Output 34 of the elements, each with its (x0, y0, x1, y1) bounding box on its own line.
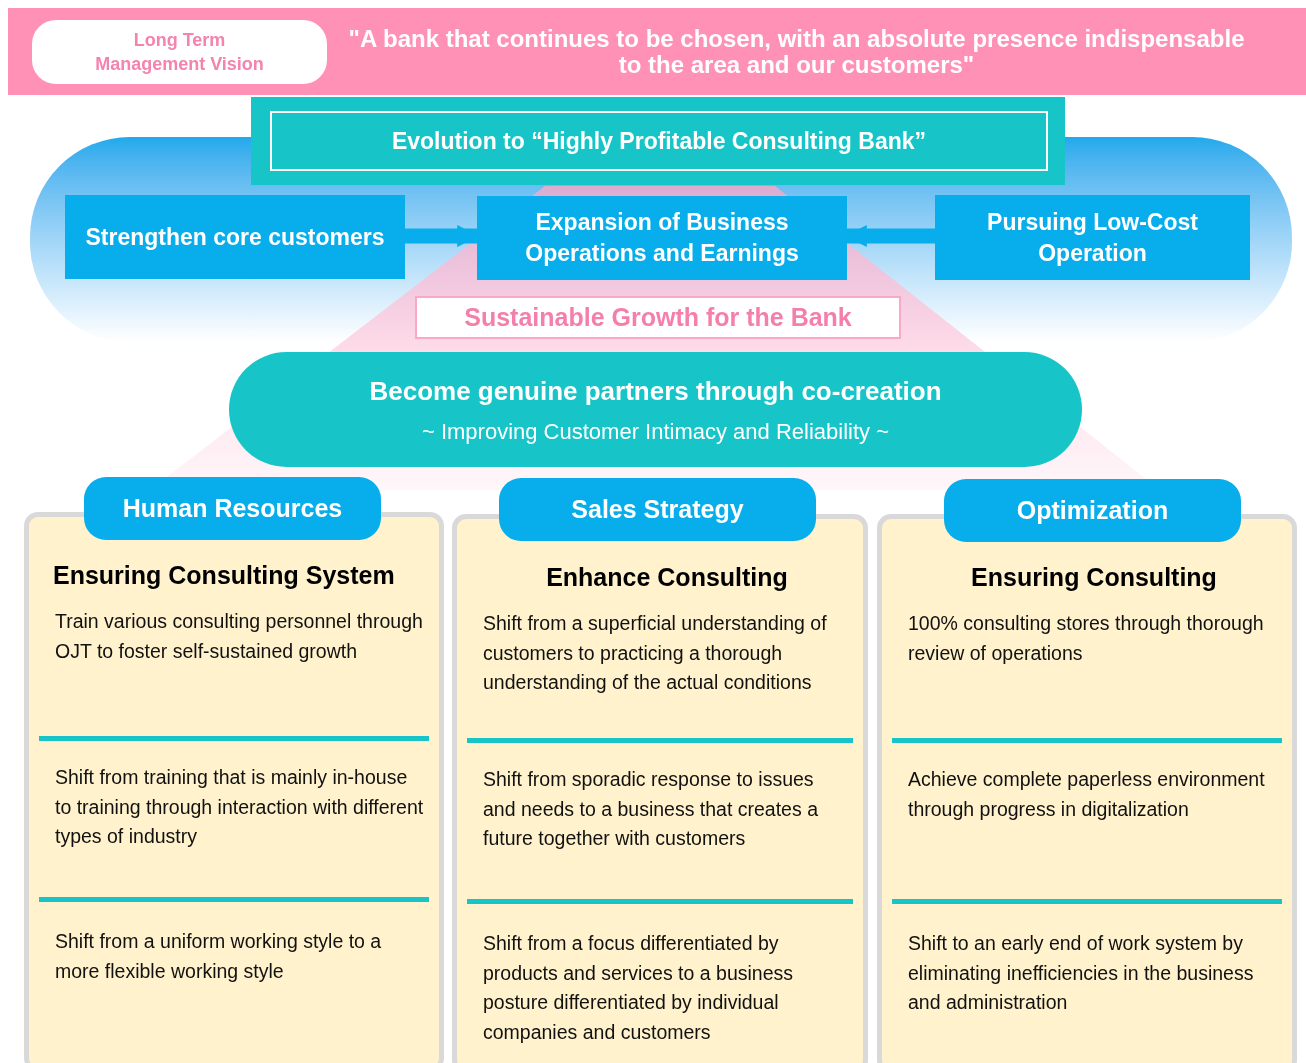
strategy-text: Pursuing Low-Cost Operation (986, 207, 1199, 268)
pillar-tab (499, 478, 816, 541)
pillar-heading: Enhance Consulting (546, 563, 788, 591)
pillar-text: Shift to an early end of work system by eliminating inefficiencies in the business and administration (908, 932, 1254, 1013)
growth-box (415, 296, 901, 339)
vision-quote: "A bank that continues to be chosen, with an absolute presence indispensable to the area and our customers" (347, 25, 1246, 78)
pillar-text: Shift from a uniform working style to a more flexible working style (55, 930, 382, 982)
vision-label-pill (32, 19, 327, 84)
pillar-tab (944, 479, 1241, 542)
pillar-text: Shift from sporadic response to issues and needs to a business that creates a future together with customers (483, 768, 818, 849)
partner-title: Become genuine partners through co-creation (369, 374, 942, 408)
pillar-text: 100% consulting stores through thorough review of operations (908, 612, 1264, 664)
goal-text: Evolution to “Highly Profitable Consulting Bank” (391, 126, 927, 156)
tab-text: Sales Strategy (571, 493, 744, 525)
strategy-box (477, 196, 847, 280)
tab-text: Human Resources (122, 492, 343, 524)
pill-text: Long Term Management Vision (94, 28, 265, 76)
pillar-tab (84, 477, 381, 540)
strategy-box (935, 195, 1250, 280)
strategy-text: Expansion of Business Operations and Earnings (524, 208, 800, 268)
strategy-box (65, 195, 405, 279)
strategy-text: Strengthen core customers (84, 222, 386, 252)
pillar-heading: Ensuring Consulting (971, 563, 1217, 591)
pillar-text: Shift from a focus differentiated by products and services to a business posture differentiated by individual companies and customers (483, 932, 793, 1043)
pillar-text: Shift from training that is mainly in-house to training through interaction with different types of industry (55, 766, 424, 847)
vision-banner (8, 8, 1306, 95)
pillar-text: Train various consulting personnel through OJT to foster self-sustained growth (55, 610, 423, 662)
tab-text: Optimization (1016, 494, 1169, 526)
pillar-text: Shift from a superficial understanding of customers to practicing a thorough understanding of the actual conditions (483, 612, 827, 693)
pillar-text: Achieve complete paperless environment through progress in digitalization (908, 768, 1265, 820)
partner-subtitle: ~ Improving Customer Intimacy and Reliability ~ (421, 417, 890, 446)
goal-box (251, 97, 1065, 185)
growth-text: Sustainable Growth for the Bank (464, 301, 852, 333)
pillar-heading: Ensuring Consulting System (53, 561, 395, 589)
